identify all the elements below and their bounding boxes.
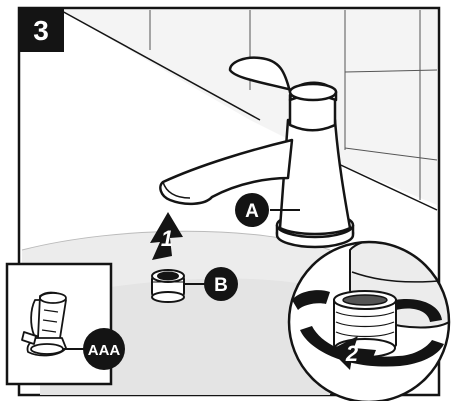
step-2-number: 2 [345, 341, 359, 366]
tool-inset: AAA [7, 264, 125, 384]
step-number: 3 [33, 15, 49, 46]
step-1-number: 1 [161, 226, 173, 251]
tool-label: AAA [88, 342, 121, 359]
faucet-label: A [245, 201, 259, 222]
aerator-label: B [214, 275, 228, 296]
step-number-box: 3 [19, 8, 64, 52]
aerator-part [152, 270, 184, 302]
